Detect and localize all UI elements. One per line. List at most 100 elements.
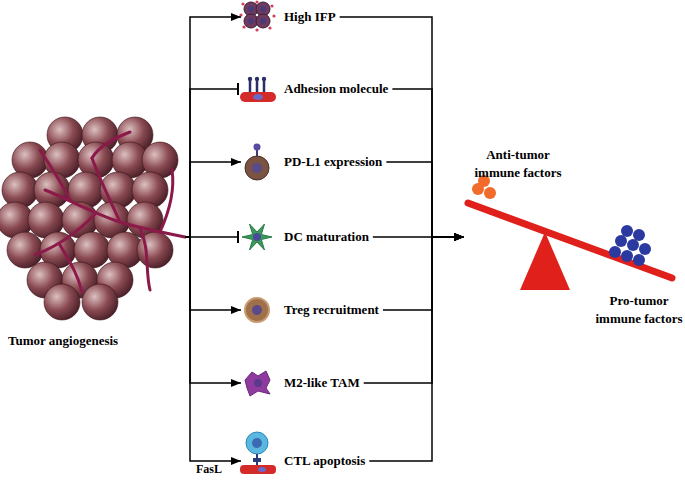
adhesion-molecule-icon [240, 77, 276, 102]
tumor-cell [44, 284, 80, 320]
cell-nucleus [254, 379, 262, 387]
tumor-cell [7, 232, 43, 268]
high-ifp-icon [239, 0, 275, 31]
blood-vessel [60, 245, 82, 292]
pro-tumor-ball [627, 239, 639, 251]
fluid-dot [239, 13, 242, 16]
adhesion-molecule-symbol [249, 81, 252, 92]
effect-item: High IFP [242, 0, 336, 34]
item-label: DC maturation [284, 229, 369, 245]
fluid-dot [255, 0, 258, 3]
item-label: Treg recruitment [284, 302, 379, 318]
blood-vessel [140, 228, 150, 290]
connector-line [185, 237, 241, 461]
pro-tumor-ball [609, 246, 621, 258]
macrophage-cell [245, 371, 270, 396]
anti-tumor-ball [484, 187, 496, 199]
fluid-dot [270, 4, 273, 7]
connector-line [185, 162, 241, 237]
fas-receptor [253, 458, 261, 462]
macrophage-icon [245, 371, 270, 396]
adhesion-molecule-symbol [263, 81, 266, 92]
connector-line [392, 89, 464, 237]
effect-item: Adhesion molecule [242, 72, 388, 106]
fluid-dot [268, 26, 271, 29]
connector-line [185, 89, 238, 237]
connector-line [386, 162, 464, 237]
balance-scale [468, 175, 672, 290]
pd-l1-icon [245, 144, 269, 181]
blood-vessel [92, 158, 120, 222]
effect-item: M2-like TAM [242, 366, 360, 400]
dendritic-cell-icon [242, 224, 272, 250]
inhibition-bar [237, 231, 239, 243]
ctl-icon [240, 432, 276, 474]
cell-nucleus [252, 305, 262, 315]
connector-line [185, 237, 241, 310]
endothelial-cell [240, 92, 276, 102]
effect-item: Treg recruitment [242, 293, 379, 327]
ctl-cell [246, 432, 268, 454]
balance-label: Anti-tumor immune factors [468, 146, 568, 182]
seesaw-beam [468, 203, 672, 278]
connector-line [340, 17, 464, 237]
pro-tumor-ball [621, 225, 633, 237]
pro-tumor-ball [633, 229, 645, 241]
cell-nucleus [252, 163, 262, 173]
tumor-vessels [35, 132, 185, 292]
cell-nucleus [248, 6, 254, 12]
item-label: Adhesion molecule [284, 81, 388, 97]
blood-vessel [35, 214, 95, 255]
cell-nucleus [252, 438, 262, 448]
tumor-cell [256, 14, 270, 28]
connector-line [185, 236, 238, 238]
fluid-dot [255, 28, 258, 31]
cell-nucleus [258, 467, 266, 472]
pro-tumor-ball [615, 235, 627, 247]
fluid-dot [241, 2, 244, 5]
adhesion-molecule-symbol [248, 77, 252, 81]
fluid-dot [272, 14, 275, 17]
cell-nucleus [253, 94, 263, 100]
item-label: High IFP [284, 9, 336, 25]
connector-line [185, 17, 241, 237]
cell-nucleus [248, 18, 254, 24]
tumor-illustration: Tumor angiogenesis [0, 110, 185, 355]
connector-line [185, 237, 241, 383]
cell-nucleus [260, 6, 266, 12]
blood-vessel [40, 150, 70, 200]
ligand-label: FasL [196, 462, 222, 477]
dendritic-cell [242, 224, 272, 250]
item-label: CTL apoptosis [284, 453, 365, 469]
pro-tumor-ball [639, 243, 651, 255]
endothelial-cell [240, 465, 276, 474]
balance-label: Pro-tumor immune factors [593, 292, 685, 328]
inhibition-bar [237, 83, 239, 95]
treg-cell [245, 298, 269, 322]
immune-balance: Anti-tumor immune factorsPro-tumor immun… [464, 140, 685, 330]
cell-nucleus [253, 233, 261, 241]
item-label: M2-like TAM [284, 375, 360, 391]
effect-item: PD-L1 expression [242, 145, 382, 179]
treg-icon [245, 298, 269, 322]
pd-l1-molecule [254, 144, 261, 151]
connector-line [373, 236, 464, 238]
adhesion-molecule-symbol [255, 77, 259, 81]
tumor-cell [82, 284, 118, 320]
effect-item: CTL apoptosis [242, 436, 365, 486]
effect-item: DC maturation [242, 220, 369, 254]
pro-tumor-ball [621, 250, 633, 262]
connector-line [369, 237, 464, 461]
tumor-cluster [0, 117, 178, 320]
blood-vessel [92, 132, 130, 158]
fluid-dot [242, 25, 245, 28]
adhesion-molecule-symbol [256, 81, 259, 92]
pro-tumor-ball [633, 254, 645, 266]
connector-line [383, 237, 464, 310]
adhesion-molecule-symbol [262, 77, 266, 81]
blood-vessel [160, 170, 173, 232]
tumor-cell [245, 156, 269, 180]
